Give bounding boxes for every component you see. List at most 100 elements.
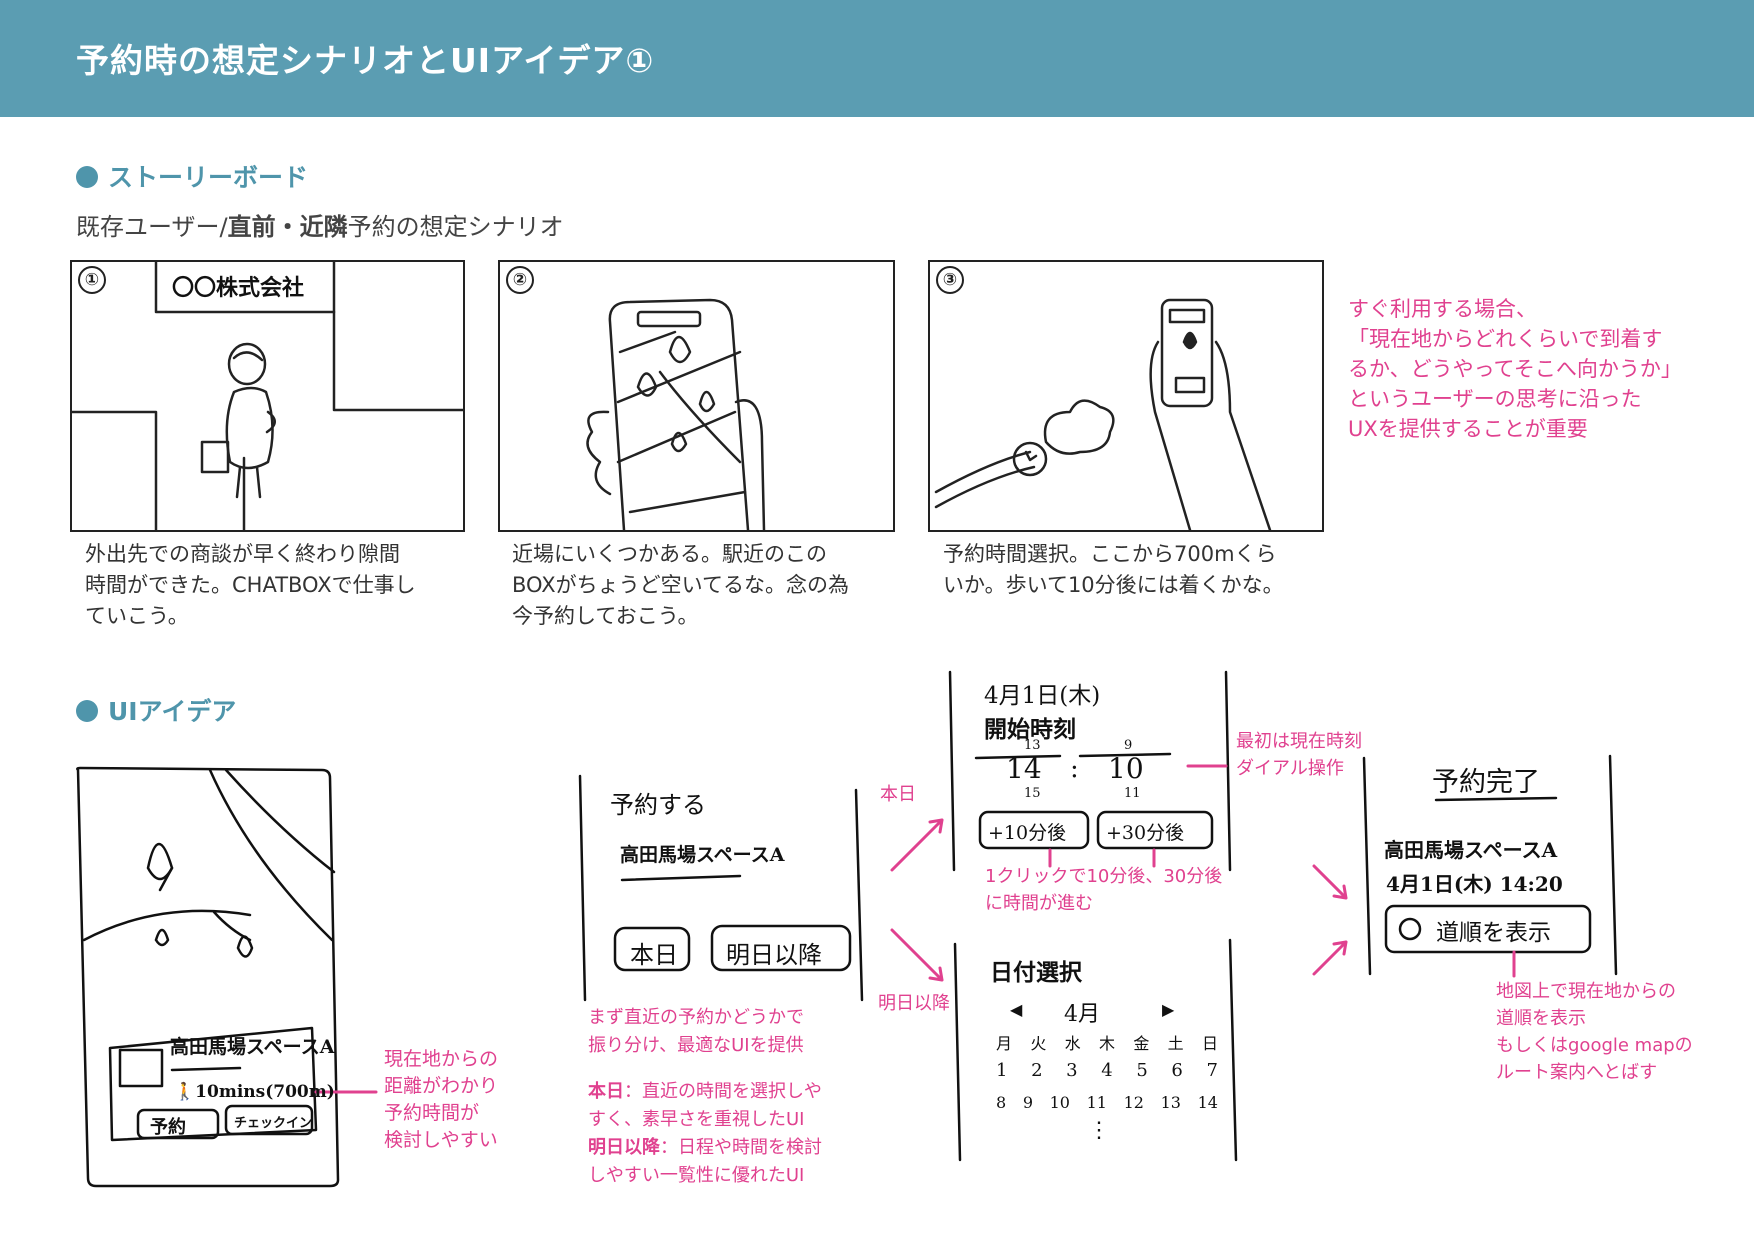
note-line: UXを提供することが重要 — [1348, 417, 1588, 441]
prev-month-icon[interactable]: ◀ — [1010, 1000, 1023, 1019]
note-line: というユーザーの思考に沿った — [1348, 387, 1642, 411]
frame-1-caption: 外出先での商談が早く終わり隙間 時間ができた。CHATBOXで仕事し ていこう。 — [85, 539, 416, 632]
note-line: 本日：直近の時間を選択しや — [588, 1078, 822, 1106]
note-line: すく、素早さを重視したUI — [588, 1109, 805, 1130]
weekday: 月 — [996, 1034, 1013, 1053]
frame-1-number: ① — [78, 266, 106, 294]
time-screen-label: 開始時刻 — [984, 716, 1076, 743]
note-line: 検討しやすい — [384, 1129, 498, 1151]
bullet-dot-icon — [76, 700, 98, 722]
minute-dial[interactable]: 10 — [1108, 752, 1144, 785]
date-cell[interactable]: 14 — [1197, 1093, 1218, 1112]
storyboard-frame-1: ① 〇〇株式会社 — [70, 260, 465, 532]
note-line: 道順を表示 — [1496, 1008, 1586, 1029]
note-text: ：直近の時間を選択しや — [624, 1081, 822, 1102]
note-bold: 明日以降 — [588, 1137, 660, 1158]
more-dates-icon: ⋮ — [1088, 1118, 1110, 1143]
note-line: 振り分け、最適なUIを提供 — [588, 1035, 804, 1056]
page-title: 予約時の想定シナリオとUIアイデア① — [76, 41, 655, 80]
date-cell[interactable]: 7 — [1206, 1060, 1218, 1081]
center-note: まず直近の予約かどうかで 振り分け、最適なUIを提供 本日：直近の時間を選択しや… — [588, 1004, 822, 1190]
date-cell[interactable]: 2 — [1031, 1060, 1043, 1081]
map-card-distance: 🚶10mins(700m) — [174, 1082, 335, 1102]
storyboard-frame-3: ③ — [928, 260, 1324, 532]
caption-line: 時間ができた。CHATBOXで仕事し — [85, 573, 416, 597]
caption-line: 近場にいくつかある。駅近のこの — [512, 542, 827, 566]
frame-3-caption: 予約時間選択。ここから700mくら いか。歩いて10分後には着くかな。 — [943, 539, 1284, 601]
caption-line: ていこう。 — [85, 604, 189, 628]
click-note: 1クリックで10分後、30分後 に時間が進む — [985, 863, 1222, 917]
date-cell[interactable]: 3 — [1066, 1060, 1078, 1081]
weekday: 火 — [1030, 1034, 1047, 1053]
date-row-2: 8 9 10 11 12 13 14 — [996, 1093, 1218, 1112]
ux-side-note: すぐ利用する場合、 「現在地からどれくらいで到着す るか、どうやってそこへ向かう… — [1348, 294, 1682, 444]
date-cell[interactable]: 11 — [1086, 1093, 1107, 1112]
reserve-screen-place: 高田馬場スペースA — [620, 844, 785, 866]
weekday-row: 月 火 水 木 金 土 日 — [996, 1030, 1218, 1054]
map-note: 現在地からの 距離がわかり 予約時間が 検討しやすい — [384, 1046, 498, 1154]
hour-dial[interactable]: 14 — [1006, 752, 1042, 785]
note-line: ルート案内へとばす — [1496, 1062, 1658, 1083]
done-screen-title: 予約完了 — [1432, 767, 1540, 798]
done-screen-datetime: 4月1日(木) 14:20 — [1386, 872, 1563, 896]
subtitle-pre: 既存ユーザー/ — [76, 213, 228, 241]
minute-above: 9 — [1124, 738, 1133, 753]
caption-line: BOXがちょうど空いてるな。念の為 — [512, 573, 849, 597]
note-text: ：日程や時間を検討 — [660, 1137, 822, 1158]
note-line: 1クリックで10分後、30分後 — [985, 866, 1223, 887]
note-line: ダイアル操作 — [1236, 758, 1344, 779]
today-button[interactable]: 本日 — [630, 941, 678, 969]
subtitle-bold: 直前・近隣 — [227, 213, 348, 241]
note-line: 現在地からの — [384, 1048, 499, 1070]
walk-icon: 🚶 — [174, 1082, 196, 1102]
caption-line: 今予約しておこう。 — [512, 604, 699, 628]
note-line: まず直近の予約かどうかで — [588, 1007, 804, 1028]
date-cell[interactable]: 9 — [1022, 1093, 1033, 1112]
route-button[interactable]: 道順を表示 — [1436, 920, 1551, 946]
ui-idea-heading-text: UIアイデア — [108, 697, 237, 726]
map-reserve-button[interactable]: 予約 — [150, 1117, 186, 1138]
done-screen-place: 高田馬場スペースA — [1384, 838, 1558, 862]
reserve-screen-title: 予約する — [610, 791, 706, 819]
plus10-button[interactable]: +10分後 — [988, 822, 1067, 844]
month-label: 4月 — [1064, 1002, 1100, 1027]
frame-1-sign: 〇〇株式会社 — [172, 275, 305, 301]
next-month-icon[interactable]: ▶ — [1162, 1000, 1175, 1019]
caption-line: 予約時間選択。ここから700mくら — [943, 542, 1277, 566]
note-line: すぐ利用する場合、 — [1348, 297, 1537, 321]
time-screen-date: 4月1日(木) — [984, 683, 1101, 709]
note-bold: 本日 — [588, 1081, 624, 1102]
frame-2-caption: 近場にいくつかある。駅近のこの BOXがちょうど空いてるな。念の為 今予約してお… — [512, 539, 849, 632]
date-cell[interactable]: 10 — [1049, 1093, 1070, 1112]
date-cell[interactable]: 8 — [996, 1093, 1007, 1112]
date-cell[interactable]: 6 — [1171, 1060, 1183, 1081]
storyboard-subtitle: 既存ユーザー/直前・近隣予約の想定シナリオ — [76, 207, 564, 242]
dial-note: 最初は現在時刻 ダイアル操作 — [1236, 728, 1362, 782]
date-screen-title: 日付選択 — [990, 959, 1082, 986]
plus30-button[interactable]: +30分後 — [1106, 822, 1185, 844]
date-cell[interactable]: 12 — [1123, 1093, 1144, 1112]
time-colon: : — [1070, 754, 1079, 784]
map-checkin-button[interactable]: チェックイン — [234, 1116, 313, 1131]
minute-below: 11 — [1124, 786, 1141, 801]
subtitle-post: 予約の想定シナリオ — [347, 213, 564, 241]
page-header: 予約時の想定シナリオとUIアイデア① — [0, 0, 1754, 117]
route-note: 地図上で現在地からの 道順を表示 もしくはgoogle mapの ルート案内へと… — [1496, 978, 1693, 1086]
branch-later-label: 明日以降 — [878, 993, 950, 1014]
date-cell[interactable]: 13 — [1160, 1093, 1181, 1112]
storyboard-frame-2: ② — [498, 260, 895, 532]
weekday: 金 — [1133, 1034, 1150, 1053]
note-line: 「現在地からどれくらいで到着す — [1348, 327, 1663, 351]
date-cell[interactable]: 5 — [1136, 1060, 1148, 1081]
ui-idea-heading: UIアイデア — [76, 692, 236, 728]
caption-line: 外出先での商談が早く終わり隙間 — [85, 542, 400, 566]
note-line: もしくはgoogle mapの — [1496, 1035, 1693, 1056]
map-card-name: 高田馬場スペースA — [170, 1036, 335, 1058]
date-cell[interactable]: 1 — [996, 1060, 1008, 1081]
later-button[interactable]: 明日以降 — [726, 941, 822, 969]
date-cell[interactable]: 4 — [1101, 1060, 1113, 1081]
storyboard-heading: ストーリーボード — [76, 158, 308, 194]
frame-2-number: ② — [506, 266, 534, 294]
note-line: 最初は現在時刻 — [1236, 731, 1362, 752]
